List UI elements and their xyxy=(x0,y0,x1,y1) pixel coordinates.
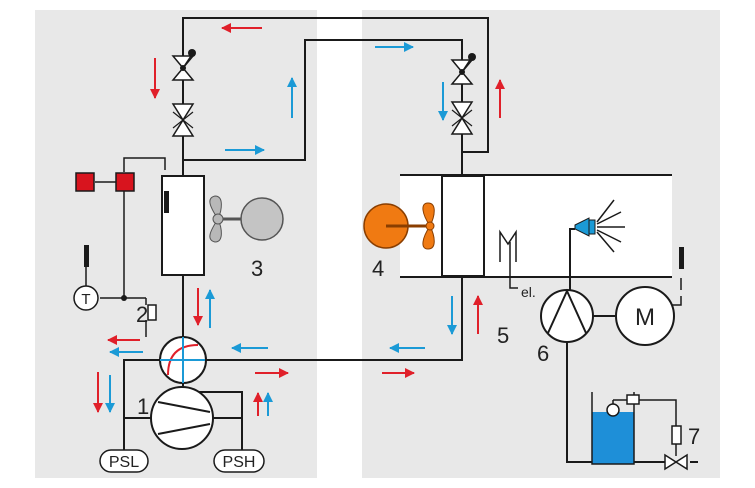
indoor-coil xyxy=(441,175,485,277)
label-water-pump: 6 xyxy=(537,341,549,366)
label-indoor-fan: 4 xyxy=(372,256,384,281)
humidity-sensor-icon xyxy=(679,247,684,269)
control-box-icon xyxy=(115,172,135,192)
outdoor-coil xyxy=(161,175,205,276)
switch-coil-icon xyxy=(147,304,157,321)
electric-heater-icon xyxy=(499,229,517,262)
indoor-expansion-valves xyxy=(450,53,476,135)
label-psh: PSH xyxy=(223,454,256,471)
thermostat-icon xyxy=(73,285,99,311)
coil-sensor-icon xyxy=(164,191,169,213)
reversing-valve-icon xyxy=(159,336,207,384)
label-solenoid: 7 xyxy=(688,424,700,449)
label-outdoor-coil: 3 xyxy=(251,256,263,281)
label-condensate: 5 xyxy=(497,323,509,348)
water-pump-icon xyxy=(540,289,594,343)
indoor-fan-icon xyxy=(363,202,435,250)
label-switch: 2 xyxy=(136,302,148,327)
compressor-icon xyxy=(150,386,214,450)
solenoid-coil-icon xyxy=(671,425,682,445)
control-box-icon xyxy=(75,172,95,192)
pump-motor-icon xyxy=(615,286,675,346)
psh-switch xyxy=(213,449,265,473)
air-duct xyxy=(400,175,672,277)
label-thermostat: T xyxy=(81,291,90,308)
label-psl: PSL xyxy=(109,454,139,471)
water-tank xyxy=(591,392,677,465)
heating-flow-arrows xyxy=(93,23,505,416)
outdoor-fan-icon xyxy=(209,195,284,243)
psl-switch xyxy=(99,449,149,473)
label-compressor: 1 xyxy=(137,394,149,419)
thermostat-sensor-icon xyxy=(84,245,89,267)
solenoid-valve-icon xyxy=(664,453,688,471)
label-motor: M xyxy=(635,304,655,331)
outdoor-fan-motor-icon xyxy=(240,197,284,241)
outdoor-expansion-valves xyxy=(171,49,196,137)
cooling-flow-arrows xyxy=(105,42,457,416)
label-heater: el. xyxy=(521,284,536,300)
spray-nozzle-icon xyxy=(574,199,625,253)
float-icon xyxy=(606,403,620,417)
refrigerant-piping xyxy=(123,17,489,450)
